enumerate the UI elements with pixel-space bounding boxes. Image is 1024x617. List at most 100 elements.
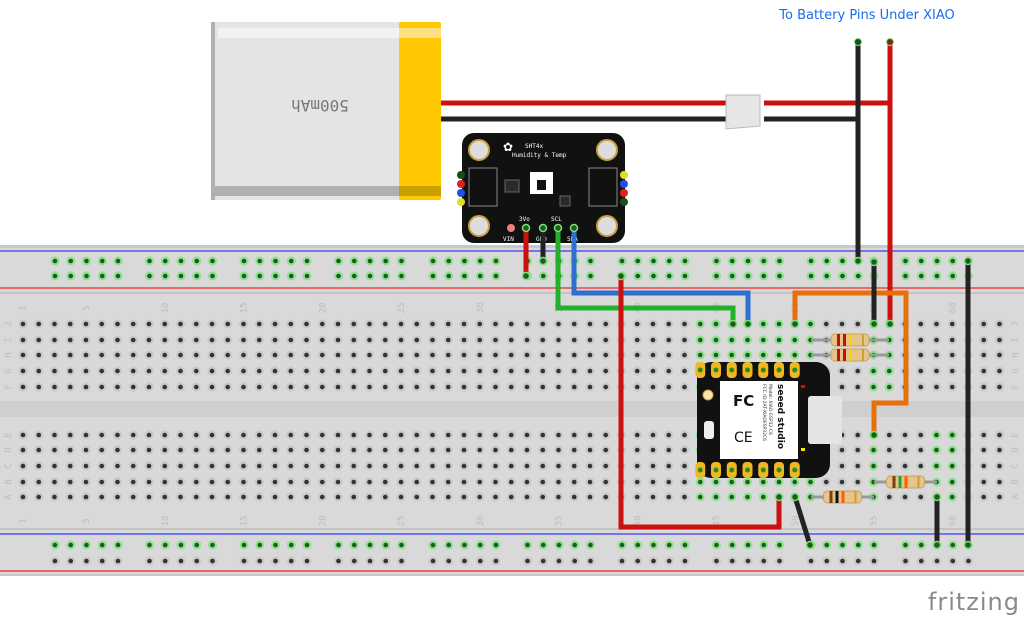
breadboard-hole[interactable]	[648, 350, 658, 360]
breadboard-hole[interactable]	[365, 430, 374, 440]
breadboard-hole[interactable]	[191, 477, 201, 487]
rail-hole[interactable]	[759, 256, 769, 266]
breadboard-hole[interactable]	[191, 319, 201, 329]
rail-hole[interactable]	[475, 556, 485, 566]
rail-hole[interactable]	[680, 271, 690, 281]
rail-hole[interactable]	[66, 556, 76, 566]
breadboard-hole[interactable]	[632, 430, 642, 440]
breadboard-hole[interactable]	[380, 382, 390, 392]
rail-hole[interactable]	[271, 271, 280, 281]
breadboard-hole[interactable]	[97, 335, 107, 345]
rail-hole[interactable]	[586, 540, 595, 550]
breadboard-hole[interactable]	[365, 492, 374, 502]
breadboard-hole[interactable]	[695, 492, 705, 502]
breadboard-hole[interactable]	[837, 477, 847, 487]
rail-hole[interactable]	[444, 271, 454, 281]
breadboard-hole[interactable]	[680, 350, 689, 360]
breadboard-hole[interactable]	[491, 492, 500, 502]
rail-hole[interactable]	[727, 540, 737, 550]
rail-hole[interactable]	[113, 271, 123, 281]
breadboard-hole[interactable]	[160, 319, 170, 329]
breadboard-hole[interactable]	[349, 366, 359, 376]
wire-end[interactable]	[869, 319, 879, 329]
rail-hole[interactable]	[255, 256, 265, 266]
breadboard-hole[interactable]	[396, 430, 406, 440]
breadboard-hole[interactable]	[207, 319, 217, 329]
rail-hole[interactable]	[208, 256, 217, 266]
rail-hole[interactable]	[145, 540, 154, 550]
rail-hole[interactable]	[759, 271, 769, 281]
breadboard-hole[interactable]	[947, 366, 957, 376]
breadboard-hole[interactable]	[254, 366, 264, 376]
breadboard-hole[interactable]	[569, 430, 579, 440]
breadboard-hole[interactable]	[884, 445, 894, 455]
breadboard-hole[interactable]	[443, 445, 453, 455]
breadboard-hole[interactable]	[884, 382, 894, 392]
breadboard-hole[interactable]	[774, 350, 784, 360]
breadboard-hole[interactable]	[97, 461, 107, 471]
breadboard-hole[interactable]	[979, 319, 989, 329]
breadboard-hole[interactable]	[380, 335, 390, 345]
breadboard-hole[interactable]	[648, 492, 658, 502]
rail-hole[interactable]	[916, 556, 926, 566]
rail-hole[interactable]	[192, 556, 202, 566]
rail-hole[interactable]	[97, 271, 107, 281]
rail-hole[interactable]	[255, 556, 265, 566]
rail-hole[interactable]	[192, 256, 202, 266]
breadboard-hole[interactable]	[538, 366, 548, 376]
breadboard-hole[interactable]	[113, 430, 122, 440]
rail-hole[interactable]	[727, 556, 737, 566]
breadboard-hole[interactable]	[380, 350, 390, 360]
breadboard-hole[interactable]	[65, 382, 75, 392]
breadboard-hole[interactable]	[128, 492, 138, 502]
breadboard-hole[interactable]	[758, 477, 768, 487]
breadboard-hole[interactable]	[664, 461, 674, 471]
rail-hole[interactable]	[50, 540, 60, 550]
rail-hole[interactable]	[271, 256, 280, 266]
breadboard-hole[interactable]	[648, 319, 658, 329]
breadboard-hole[interactable]	[790, 335, 800, 345]
breadboard-hole[interactable]	[538, 492, 548, 502]
breadboard-hole[interactable]	[443, 430, 453, 440]
breadboard-hole[interactable]	[443, 366, 453, 376]
rail-hole[interactable]	[869, 540, 879, 550]
breadboard-hole[interactable]	[113, 477, 122, 487]
breadboard-hole[interactable]	[932, 350, 941, 360]
breadboard-hole[interactable]	[727, 477, 737, 487]
rail-hole[interactable]	[853, 271, 863, 281]
breadboard-hole[interactable]	[144, 382, 154, 392]
breadboard-hole[interactable]	[65, 350, 75, 360]
breadboard-hole[interactable]	[491, 366, 500, 376]
breadboard-hole[interactable]	[50, 335, 59, 345]
rail-hole[interactable]	[145, 271, 154, 281]
wire-sda-blue[interactable]	[571, 228, 751, 324]
rail-hole[interactable]	[208, 540, 217, 550]
breadboard-hole[interactable]	[317, 335, 327, 345]
rail-hole[interactable]	[586, 271, 595, 281]
breadboard-hole[interactable]	[65, 430, 75, 440]
breadboard-hole[interactable]	[239, 319, 248, 329]
breadboard-hole[interactable]	[853, 445, 863, 455]
breadboard-hole[interactable]	[979, 382, 989, 392]
breadboard-hole[interactable]	[412, 319, 422, 329]
rail-hole[interactable]	[428, 540, 438, 550]
breadboard-hole[interactable]	[900, 430, 910, 440]
rail-hole[interactable]	[853, 540, 863, 550]
breadboard-hole[interactable]	[333, 350, 343, 360]
breadboard-hole[interactable]	[428, 382, 437, 392]
rail-hole[interactable]	[192, 271, 202, 281]
breadboard-hole[interactable]	[916, 430, 926, 440]
breadboard-hole[interactable]	[601, 382, 611, 392]
breadboard-hole[interactable]	[632, 461, 642, 471]
wire-end[interactable]	[774, 492, 784, 502]
breadboard-hole[interactable]	[365, 477, 374, 487]
breadboard-hole[interactable]	[160, 461, 170, 471]
breadboard-hole[interactable]	[97, 319, 107, 329]
rail-hole[interactable]	[160, 556, 170, 566]
breadboard-hole[interactable]	[333, 461, 343, 471]
breadboard-hole[interactable]	[333, 430, 343, 440]
breadboard-hole[interactable]	[522, 477, 532, 487]
breadboard-hole[interactable]	[207, 366, 217, 376]
rail-hole[interactable]	[727, 271, 737, 281]
rail-hole[interactable]	[743, 556, 753, 566]
